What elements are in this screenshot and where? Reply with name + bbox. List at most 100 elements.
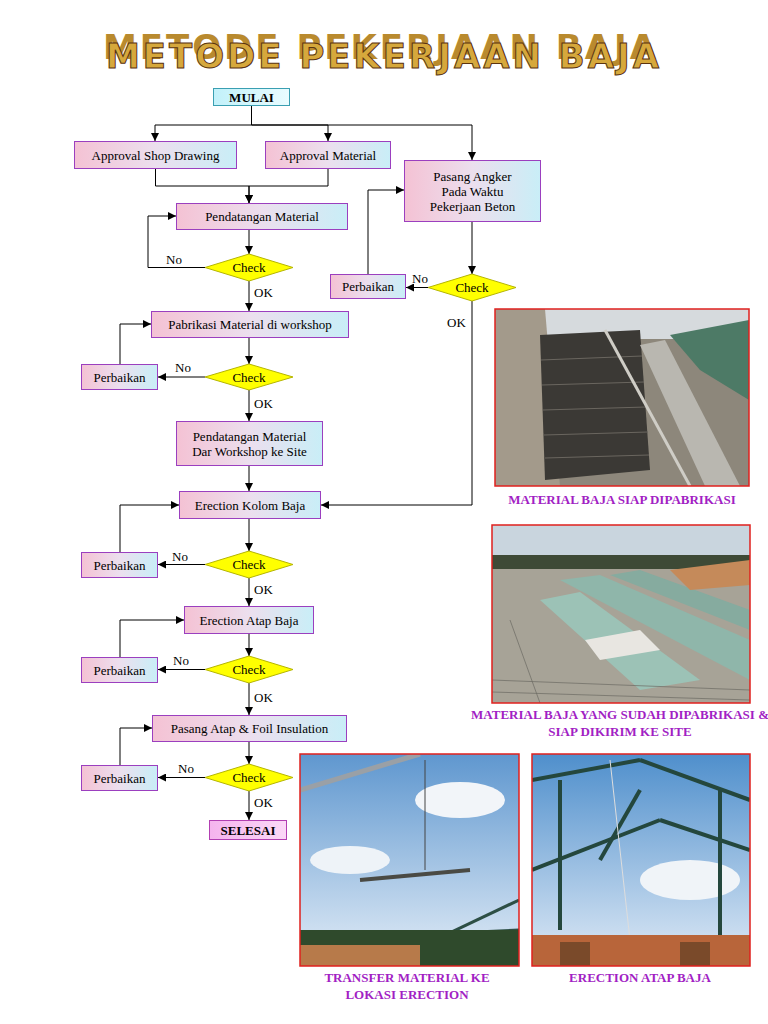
edge-label: No (412, 271, 428, 286)
photo-frame (492, 525, 750, 703)
edge-label: OK (254, 285, 273, 300)
roof-truss (300, 900, 519, 966)
flow-arrow (249, 634, 250, 656)
flow-arrow (252, 106, 329, 141)
photo-transfer-material (300, 754, 519, 966)
roof-truss (532, 760, 750, 940)
photo-frame (495, 309, 749, 486)
flow-arrow (120, 728, 152, 765)
flow-arrow (249, 390, 250, 421)
node-text: Check (232, 662, 265, 677)
edge-label: No (172, 549, 188, 564)
process-box: Approval Shop Drawing (74, 141, 237, 169)
flow-arrow (120, 505, 179, 552)
truss-member (660, 820, 750, 850)
stack-line (545, 455, 649, 458)
end-terminal: SELESAI (209, 820, 287, 840)
crane-cable (425, 760, 426, 870)
process-box: Perbaikan (81, 657, 158, 683)
diamond-shape (205, 764, 293, 791)
flow-arrow (406, 287, 428, 288)
edge-label: No (175, 360, 191, 375)
flow-arrow (158, 564, 205, 565)
lifted-beam (360, 870, 470, 880)
node-text: Erection Atap Baja (200, 613, 299, 628)
node-text: Pasang Atap & Foil Insulation (171, 721, 328, 736)
node-text: Pendatangan Material (205, 209, 319, 224)
photo-caption: MATERIAL BAJA YANG SUDAH DIPABRIKASI & S… (470, 706, 768, 740)
steel-stack-lines (541, 356, 649, 458)
paper (585, 630, 660, 660)
cloud (310, 846, 390, 874)
flow-arrow (249, 791, 250, 820)
flow-arrow (249, 519, 250, 551)
column (718, 790, 722, 940)
truss-member (532, 820, 660, 870)
photo-frame (532, 754, 750, 966)
flow-arrow (249, 338, 250, 364)
node-text: SELESAI (221, 823, 276, 838)
node-text: Check (232, 557, 265, 572)
rebar-lines (492, 620, 750, 703)
diamond-shape (428, 274, 516, 301)
edge-label: No (173, 653, 189, 668)
process-box: Perbaikan (330, 274, 406, 299)
decision-diamond: Check (205, 364, 293, 390)
process-box: Pendatangan Material Dar Workshop ke Sit… (176, 421, 323, 466)
process-box: Approval Material (265, 141, 391, 169)
flow-arrow (158, 777, 205, 778)
process-box: Perbaikan (81, 364, 158, 390)
node-text: Erection Kolom Baja (195, 498, 305, 513)
node-text: Pabrikasi Material di workshop (168, 317, 332, 332)
timber (670, 560, 750, 590)
photo-caption: ERECTION ATAP BAJA (540, 969, 740, 986)
node-text: Pasang Angker Pada Waktu Pekerjaan Beton (425, 169, 520, 214)
photo-caption: MATERIAL BAJA SIAP DIPABRIKASI (477, 491, 767, 508)
flow-arrow (368, 190, 404, 274)
green-panel (670, 320, 749, 400)
stack-line (543, 407, 646, 410)
window (680, 942, 710, 966)
photo-frame (300, 754, 519, 966)
start-terminal: MULAI (213, 88, 290, 106)
node-text: Perbaikan (94, 558, 146, 573)
flow-arrow (158, 377, 205, 378)
truss-member (640, 760, 750, 800)
flow-arrow (249, 230, 250, 254)
flow-arrow (249, 169, 328, 203)
node-text: Check (232, 370, 265, 385)
photo-fabricated-members (492, 525, 750, 703)
rebar (492, 680, 750, 690)
process-box: Perbaikan (81, 552, 158, 578)
photo-steel-stock (495, 309, 749, 486)
photo-caption: TRANSFER MATERIAL KE LOKASI ERECTION (322, 969, 492, 1003)
steel-member (540, 592, 700, 690)
flow-arrow (249, 683, 250, 715)
process-box: Erection Kolom Baja (179, 491, 321, 519)
stack-line (544, 432, 648, 435)
node-text: Perbaikan (94, 771, 146, 786)
process-box: Pabrikasi Material di workshop (151, 311, 349, 338)
node-text: Perbaikan (94, 370, 146, 385)
cloud (640, 860, 740, 900)
node-text: Check (232, 260, 265, 275)
trees (300, 930, 519, 966)
flow-arrow (249, 742, 250, 764)
edge-label: OK (254, 795, 273, 810)
rebar (492, 692, 750, 700)
photo-ground (492, 525, 750, 703)
node-text: Approval Material (280, 148, 376, 163)
decision-diamond: Check (205, 551, 293, 578)
page-title: METODE PEKERJAAN BAJA (0, 36, 768, 76)
node-text: Perbaikan (342, 279, 394, 294)
rebar (510, 620, 540, 703)
flow-arrow (249, 578, 250, 606)
stack-line (541, 356, 642, 360)
decision-diamond: Check (428, 274, 516, 301)
building (300, 945, 420, 966)
flow-arrow (120, 620, 184, 657)
flow-arrow (120, 324, 151, 364)
diamond-shape (205, 254, 293, 281)
edge-label: OK (447, 315, 466, 330)
flow-arrow (155, 106, 252, 141)
